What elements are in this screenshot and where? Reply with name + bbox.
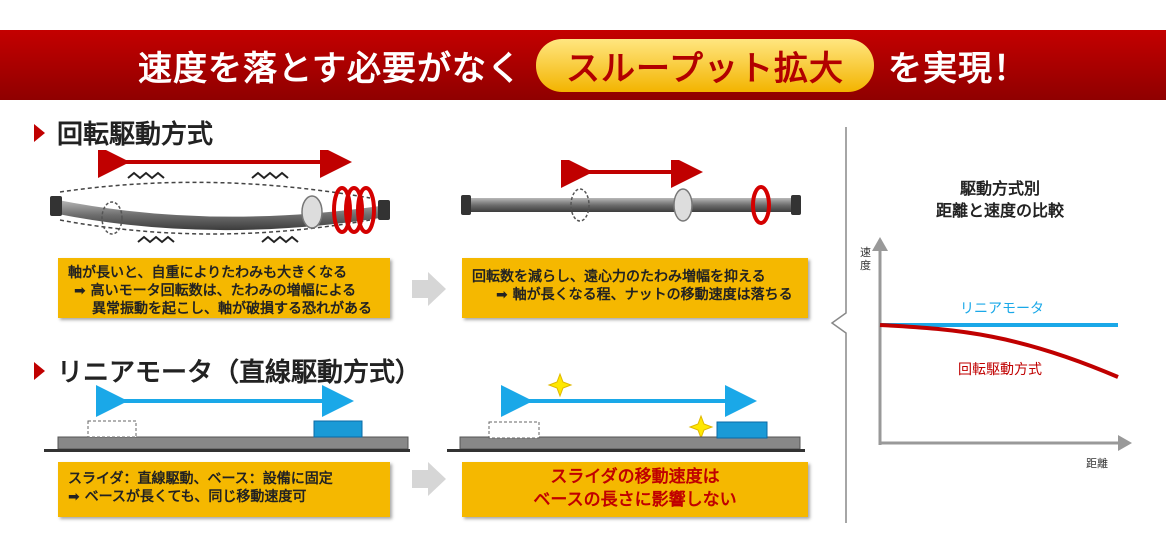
triangle-bullet-icon [34, 123, 45, 142]
text-line: 軸が長いと、自重によりたわみも大きくなる [68, 265, 348, 281]
rotation-icon [751, 185, 771, 225]
linear-motor-illustration-2 [447, 372, 805, 452]
rotary-solution-box: 回転数を減らし、遠心力のたわみ増幅を抑える ➡ 軸が長くなる程、ナットの移動速度… [462, 258, 808, 318]
sparkle-icon [547, 372, 573, 398]
text-line: スライダ：直線駆動、ベース：設備に固定 [68, 471, 333, 487]
linear-result-box: スライダの移動速度は ベースの長さに影響しない [462, 462, 808, 517]
series-rotary-line [879, 323, 1119, 379]
slider [313, 420, 363, 438]
rotary-explanation-box: 軸が長いと、自重によりたわみも大きくなる ➡ 高いモータ回転数は、たわみの増幅に… [58, 258, 390, 318]
triangle-bullet-icon [34, 361, 45, 380]
graph-title-line2: 距離と速度の比較 [935, 201, 1064, 220]
graph-title-line1: 駆動方式別 [959, 179, 1040, 198]
text-line: ベースの長さに影響しない [533, 490, 737, 510]
shaft [58, 200, 380, 231]
slider [716, 421, 768, 439]
vibration-icon [261, 235, 299, 244]
text-line: 回転数を減らし、遠心力のたわみ増幅を抑える [472, 269, 766, 285]
text-line: ➡ 高いモータ回転数は、たわみの増幅による [74, 283, 357, 299]
y-axis-arrow-icon [872, 237, 888, 251]
graph-title: 駆動方式別 距離と速度の比較 [880, 178, 1120, 222]
text-line: 異常振動を起こし、軸が破損する恐れがある [92, 301, 372, 317]
banner-headline: 速度を落とす必要がなく スループット拡大 を実現！ [0, 30, 1166, 100]
sparkle-icon [688, 414, 714, 440]
section-title-rotary: 回転駆動方式 [34, 114, 213, 151]
section-title-linear: リニアモータ（直線駆動方式） [34, 352, 421, 389]
rotary-shaft-bending-illustration [50, 150, 390, 244]
vibration-icon [251, 171, 289, 180]
vibration-icon [127, 171, 165, 180]
slider-ghost [87, 420, 137, 438]
base [459, 436, 801, 450]
bracket-divider [830, 127, 847, 523]
section-title-rotary-text: 回転駆動方式 [57, 120, 214, 150]
text-line: スライダの移動速度は [550, 467, 720, 487]
slider-ghost [488, 421, 540, 439]
linear-explanation-box: スライダ：直線駆動、ベース：設備に固定 ➡ ベースが長くても、同じ移動速度可 [58, 462, 390, 517]
rotation-icon [332, 186, 376, 234]
nut-ghost [570, 188, 590, 222]
base [57, 436, 409, 450]
series-linear-label: リニアモータ [960, 301, 1044, 317]
rotary-shaft-slow-illustration [461, 160, 801, 225]
vibration-icon [137, 235, 175, 244]
x-axis-label: 距離 [1086, 457, 1108, 470]
banner-text-before: 速度を落とす必要がなく [138, 48, 522, 89]
banner-text-after: を実現！ [887, 48, 1028, 89]
linear-motor-illustration [44, 385, 410, 452]
text-line: ➡ ベースが長くても、同じ移動速度可 [68, 489, 307, 505]
speed-distance-graph [872, 237, 1132, 451]
arrow-right-icon [412, 462, 446, 496]
section-title-linear-text: リニアモータ（直線駆動方式） [57, 358, 422, 388]
banner-highlight-pill: スループット拡大 [536, 38, 874, 92]
shaft [467, 198, 797, 212]
nut [673, 188, 693, 222]
arrow-right-icon [412, 272, 446, 306]
nut [301, 195, 323, 229]
y-axis-label: 速度 [860, 246, 871, 272]
nut-ghost [101, 201, 123, 235]
series-rotary-label: 回転駆動方式 [958, 362, 1042, 378]
text-line: ➡ 軸が長くなる程、ナットの移動速度は落ちる [496, 287, 793, 303]
x-axis-arrow-icon [1118, 435, 1132, 451]
